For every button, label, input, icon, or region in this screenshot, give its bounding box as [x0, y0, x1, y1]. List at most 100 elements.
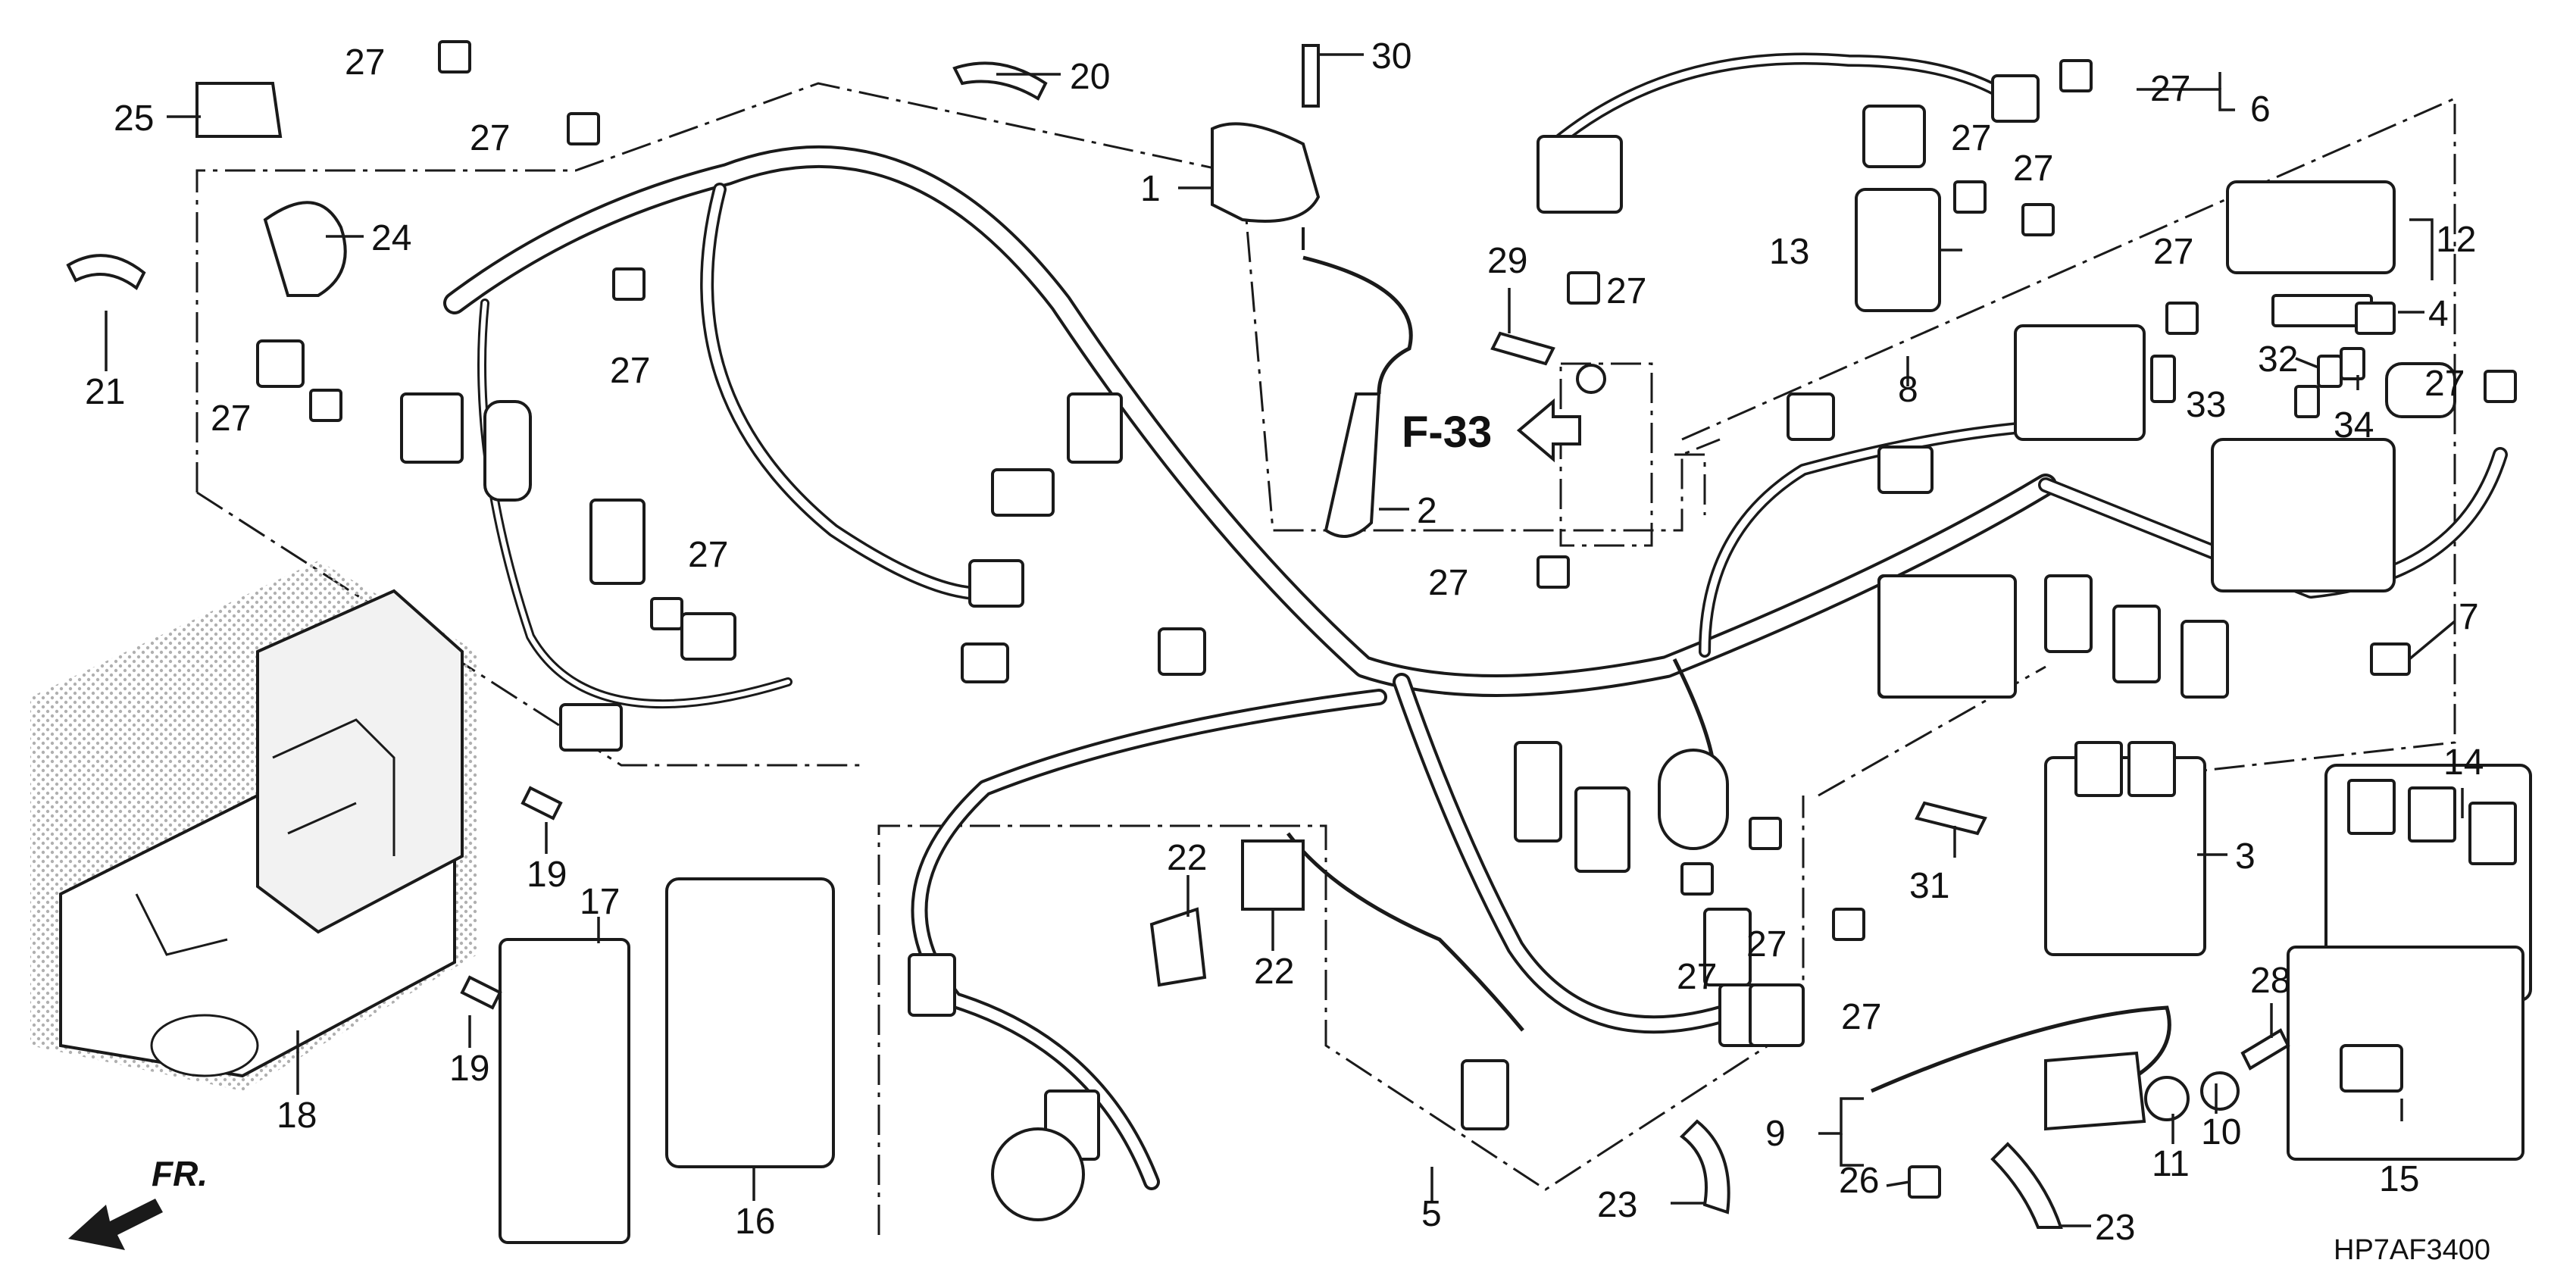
regulator-plug-b — [2127, 741, 2176, 797]
callout-8: 8 — [1898, 370, 1918, 410]
callout-27j: 27 — [2150, 69, 2190, 109]
battery-box — [256, 589, 464, 934]
clip-34 — [2340, 347, 2365, 380]
direction-label: FR. — [152, 1154, 208, 1193]
ecu-plug-a — [2347, 779, 2396, 835]
regulator — [2044, 756, 2206, 956]
holder-22a — [1149, 907, 1207, 987]
callout-18: 18 — [277, 1096, 317, 1136]
callout-16: 16 — [735, 1202, 775, 1242]
relay-socket-9 — [2044, 1051, 2146, 1131]
callout-22a: 22 — [1167, 838, 1207, 878]
callout-19a: 19 — [527, 855, 567, 895]
bolt-29 — [1490, 331, 1555, 366]
bolt-19a — [521, 786, 563, 821]
regulator-plug-a — [2074, 741, 2123, 797]
clip-26 — [1908, 1165, 1941, 1199]
bracket-17 — [499, 938, 630, 1244]
callout-29: 29 — [1487, 241, 1527, 281]
callout-30: 30 — [1371, 36, 1411, 77]
band-20 — [952, 61, 1048, 101]
bolt-31 — [1915, 801, 1987, 836]
callout-33: 33 — [2186, 385, 2226, 425]
callout-15: 15 — [2379, 1159, 2419, 1199]
callout-27f: 27 — [1428, 563, 1468, 603]
callout-1: 1 — [1140, 169, 1161, 209]
band-23b — [1990, 1142, 2063, 1229]
reference-arrow: F-33 — [1402, 398, 1581, 463]
front-direction: FR. — [68, 1154, 208, 1250]
callout-17: 17 — [580, 882, 620, 922]
clip-32 — [2317, 355, 2343, 388]
callout-25: 25 — [114, 98, 154, 139]
callout-34: 34 — [2334, 405, 2374, 445]
callout-9: 9 — [1765, 1114, 1786, 1154]
ecu-case — [2287, 946, 2524, 1161]
callout-32: 32 — [2258, 339, 2298, 380]
main-wire-harness — [443, 52, 2508, 1190]
reference-label: F-33 — [1402, 408, 1492, 457]
callout-27e: 27 — [688, 535, 728, 575]
callout-14: 14 — [2443, 742, 2484, 783]
ignition-coil — [1211, 122, 1321, 223]
bolt-30 — [1302, 44, 1320, 108]
clamp-25 — [195, 82, 283, 138]
callout-26: 26 — [1839, 1161, 1879, 1201]
tray-hole — [150, 1014, 259, 1077]
callout-27c: 27 — [610, 351, 650, 391]
clip-27-shapes — [309, 40, 2517, 941]
fuse-box — [2226, 180, 2396, 274]
battery-box-detail — [135, 718, 395, 956]
callout-23b: 23 — [2095, 1208, 2135, 1248]
band-21 — [66, 254, 146, 291]
thin-leads — [1286, 255, 2171, 1093]
callout-23a: 23 — [1597, 1185, 1637, 1225]
callout-27b: 27 — [470, 118, 510, 158]
callout-4: 4 — [2428, 294, 2449, 334]
callout-19b: 19 — [449, 1049, 489, 1089]
lamp-socket — [991, 1127, 1086, 1221]
holder-22b — [1241, 839, 1305, 911]
reference-arrow-icon — [1516, 398, 1581, 463]
part-shapes — [66, 44, 2532, 1244]
callout-27m: 27 — [1677, 957, 1717, 997]
clip-4 — [2355, 302, 2396, 335]
callout-27h: 27 — [1951, 118, 1991, 158]
band-23a — [1679, 1119, 1730, 1215]
battery-tray-group — [30, 561, 477, 1091]
sensor-15-connector — [2340, 1044, 2403, 1093]
callout-27g: 27 — [1606, 271, 1646, 311]
callout-21: 21 — [85, 372, 125, 412]
fuse-module-16 — [665, 877, 835, 1168]
callout-2: 2 — [1417, 491, 1437, 531]
callout-27d: 27 — [211, 399, 251, 439]
callout-31: 31 — [1909, 866, 1949, 906]
clip-7 — [2370, 642, 2411, 676]
callout-13: 13 — [1769, 232, 1809, 272]
bolt-19b — [460, 975, 502, 1010]
callout-27i: 27 — [2013, 148, 2053, 189]
callout-11: 11 — [2152, 1144, 2190, 1184]
callout-5: 5 — [1421, 1194, 1442, 1234]
ecu-plug-c — [2468, 802, 2517, 865]
callout-28: 28 — [2250, 961, 2290, 1001]
clamp-24 — [263, 201, 347, 297]
front-arrow-icon — [68, 1199, 163, 1250]
clip-8 — [1877, 445, 1934, 494]
leader-lines — [105, 53, 2464, 1227]
plug-cap — [1324, 392, 1381, 538]
callout-20: 20 — [1070, 57, 1110, 97]
callout-3: 3 — [2235, 836, 2256, 877]
callout-27n: 27 — [1746, 924, 1787, 964]
ecu-plug-b — [2408, 786, 2456, 843]
callout-24: 24 — [371, 218, 411, 258]
ground-terminal — [1576, 364, 1607, 394]
washer-11 — [2144, 1076, 2190, 1121]
callout-7: 7 — [2459, 597, 2479, 637]
callout-27l: 27 — [2424, 364, 2465, 404]
callout-labels: 1 2 3 4 5 6 7 8 9 10 11 12 13 14 15 16 1… — [85, 36, 2484, 1248]
washer-10 — [2200, 1071, 2240, 1111]
diagram-code: HP7AF3400 — [2334, 1234, 2490, 1266]
callout-6: 6 — [2250, 89, 2271, 130]
